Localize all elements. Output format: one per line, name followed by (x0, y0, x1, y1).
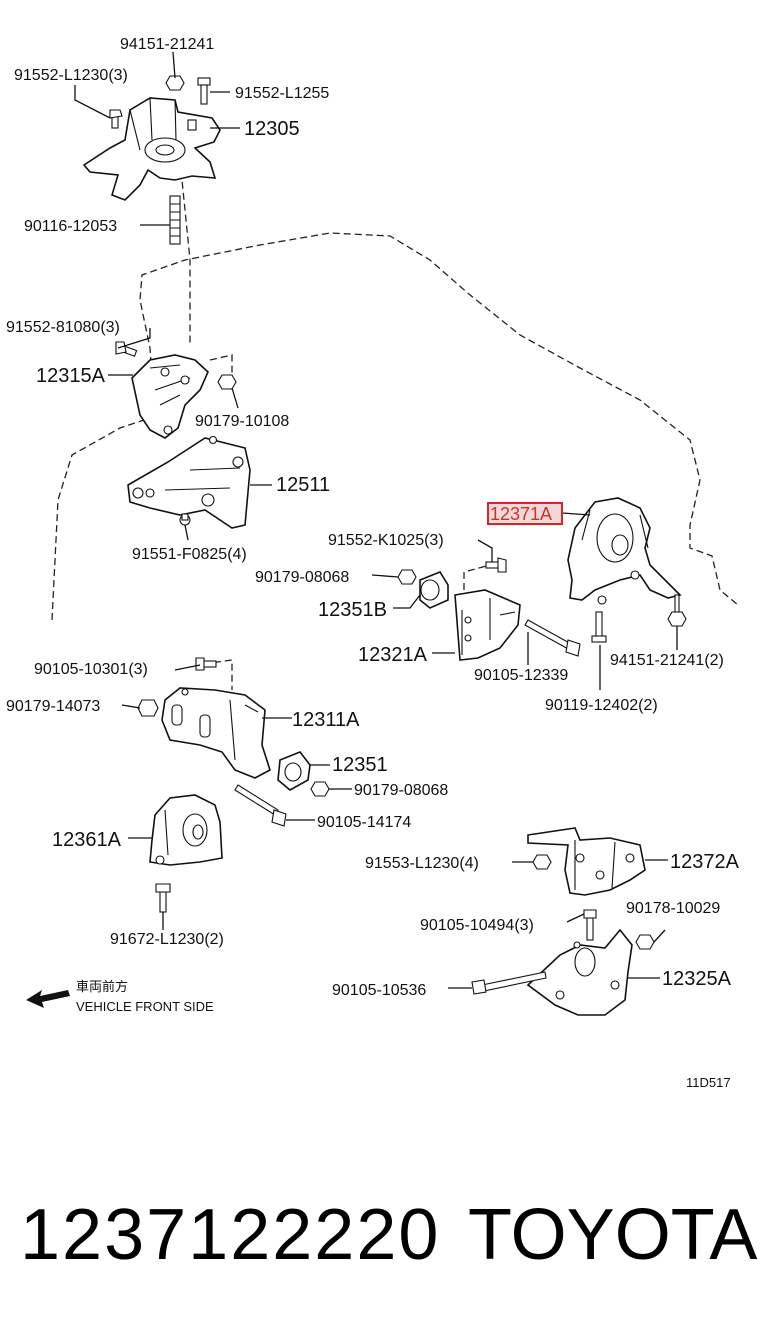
illustration-code: 11D517 (686, 1075, 731, 1090)
footer: 1237122220 TOYOTA (0, 1185, 760, 1285)
label-91552-L1230: 91552-L1230(3) (14, 67, 128, 84)
label-12311A: 12311A (292, 709, 360, 731)
label-91553-L1230: 91553-L1230(4) (365, 855, 479, 872)
label-12325A: 12325A (662, 968, 732, 990)
highlight-box-12371A (487, 502, 563, 525)
brand-name: TOYOTA (468, 1195, 758, 1275)
part-12361A-mount (149, 794, 223, 866)
label-90105-10494: 90105-10494(3) (420, 917, 534, 934)
label-90119-12402: 90119-12402(2) (545, 697, 658, 714)
bolt-91552-81080 (115, 341, 138, 357)
part-12372A-bracket (527, 827, 646, 896)
label-91552-81080: 91552-81080(3) (6, 319, 120, 336)
bolt-91552-L1230 (109, 109, 123, 129)
label-90179-08068-lower: 90179-08068 (354, 782, 448, 799)
label-90105-10536: 90105-10536 (332, 982, 426, 999)
label-12511: 12511 (276, 474, 330, 496)
part-12511-plate (127, 435, 251, 529)
bolt-91551-F0825 (179, 513, 191, 526)
bolt-91552-K1025 (485, 557, 507, 573)
part-12305-mount (82, 97, 221, 201)
engine-mount-exploded-diagram: 94151-21241 91552-L1230(3) 91552-L1255 1… (6, 36, 740, 1090)
bolt-91672-L1230 (155, 883, 171, 913)
bolt-91553-L1230 (532, 854, 552, 870)
label-90105-14174: 90105-14174 (317, 814, 411, 831)
part-12325A-bracket (526, 928, 633, 1016)
vehicle-front-label-jp: 車両前方 (76, 979, 128, 994)
stud-90116-12053 (169, 195, 181, 245)
label-12371A-highlighted[interactable]: 12371A (490, 504, 552, 524)
part-12321A-bracket (454, 589, 521, 661)
bolt-90105-10536 (471, 971, 547, 995)
label-12321A: 12321A (358, 644, 428, 666)
label-12351B: 12351B (318, 599, 387, 621)
label-90179-10108: 90179-10108 (195, 413, 289, 430)
nut-90179-14073 (137, 699, 159, 717)
bolt-90105-14174 (234, 784, 287, 827)
label-90116-12053: 90116-12053 (24, 218, 117, 235)
label-91552-L1255: 91552-L1255 (235, 85, 329, 102)
bolt-90105-10494 (583, 909, 597, 941)
label-94151-21241-2: 94151-21241(2) (610, 652, 724, 669)
part-12371A-mount (567, 497, 682, 605)
nut-90178-10029 (635, 934, 655, 950)
label-90178-10029: 90178-10029 (626, 900, 720, 917)
part-number: 1237122220 (20, 1195, 441, 1275)
vehicle-front-label-en: VEHICLE FRONT SIDE (76, 999, 214, 1014)
part-12351B-bushing (419, 571, 449, 609)
label-12361A: 12361A (52, 829, 122, 851)
bolt-90105-10301 (195, 657, 217, 671)
label-91552-K1025: 91552-K1025(3) (328, 532, 444, 549)
mount-guide-dashed (179, 159, 191, 345)
label-91672-L1230: 91672-L1230(2) (110, 931, 224, 948)
bolt-90119-12402 (591, 611, 607, 643)
bolt-90105-12339 (524, 619, 581, 657)
label-90179-14073: 90179-14073 (6, 698, 100, 715)
label-90105-12339: 90105-12339 (474, 667, 568, 684)
nut-90179-10108 (217, 374, 237, 390)
label-91551-F0825: 91551-F0825(4) (132, 546, 247, 563)
label-12305: 12305 (244, 118, 300, 140)
label-90179-08068-upper: 90179-08068 (255, 569, 349, 586)
part-12351-bushing (277, 751, 311, 791)
nut-94151-21241-lower (667, 594, 687, 627)
nut-90179-08068-upper (397, 569, 417, 585)
label-12315A: 12315A (36, 365, 106, 387)
part-12315A-bracket (131, 354, 209, 439)
vehicle-front-arrow-icon (26, 990, 70, 1008)
label-12351: 12351 (332, 754, 388, 776)
bolt-91552-L1255 (197, 77, 211, 105)
part-12311A-mount (161, 687, 271, 779)
label-94151-21241: 94151-21241 (120, 36, 214, 53)
label-12372A: 12372A (670, 851, 740, 873)
nut-90179-08068-lower (310, 781, 330, 797)
label-90105-10301: 90105-10301(3) (34, 661, 148, 678)
nut-94151-21241 (165, 75, 185, 91)
